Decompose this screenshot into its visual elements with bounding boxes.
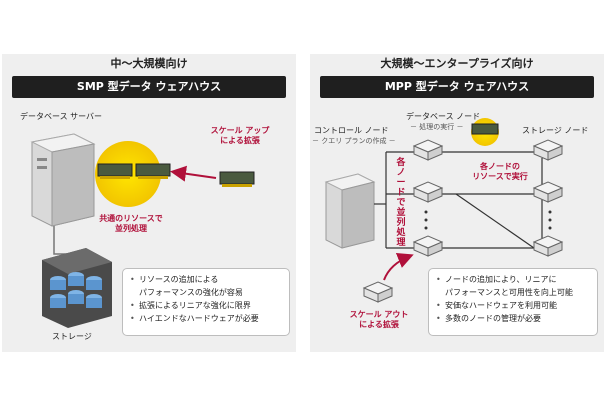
shared-resource-label: 共通のリソースで 並列処理 [86,214,176,234]
smp-panel: 中～大規模向け SMP 型データ ウェアハウス [2,54,296,352]
mpp-title-band: MPP 型データ ウェアハウス [320,76,594,98]
scale-out-arrow [383,253,414,281]
note-item-continuation: パフォーマンスの強化が容易 [139,288,243,297]
storage-icon [42,248,112,328]
scale-up-arrow [170,165,217,182]
query-plan-label: － クエリ プランの作成 － [312,137,396,145]
control-node-label: コントロール ノード [314,126,389,135]
note-item: 拡張によるリニアな強化に限界 [130,299,283,312]
new-node-icon [362,281,394,303]
server-label: データベース サーバー [20,112,103,121]
mpp-panel: 大規模～エンタープライズ向け MPP 型データ ウェアハウス [310,54,604,352]
ellipsis-dots [424,210,552,230]
note-item: 安価なハードウェアを利用可能 [436,299,591,312]
note-item: ノードの追加により、リニアに [436,273,591,286]
smp-notes: リソースの追加による パフォーマンスの強化が容易 拡張によるリニアな強化に限界 … [122,268,290,336]
scale-up-label: スケール アップ による拡張 [198,126,282,146]
smp-title-band: SMP 型データ ウェアハウス [12,76,286,98]
node-resource-label: 各ノードの リソースで実行 [460,162,540,182]
scale-out-line1: スケール アウト [349,310,409,319]
note-item: 多数のノードの管理が必要 [436,312,591,325]
storage-label: ストレージ [52,332,92,341]
smp-diagram [30,133,255,328]
scale-out-line2: による拡張 [359,320,399,329]
mpp-diagram [324,118,564,303]
database-server-icon [30,133,96,227]
db-node-label: データベース ノード [406,112,481,121]
parallel-processing-label: 各ノードで並列処理 [396,158,406,248]
memory-module-icon [97,163,255,187]
smp-heading: 中～大規模向け [110,57,188,70]
scale-up-label-line2: による拡張 [220,136,260,145]
node-connections [374,151,543,249]
control-node-server-icon [324,173,376,249]
scale-out-label: スケール アウト による拡張 [344,310,414,330]
mpp-notes: ノードの追加により、リニアに パフォーマンスと可用性を向上可能 安価なハードウェ… [428,268,598,336]
memory-module-icon [471,123,499,135]
scale-up-label-line1: スケール アップ [210,126,270,135]
note-item: リソースの追加による [130,273,283,286]
storage-node-icons [532,139,564,257]
node-resource-line2: リソースで実行 [472,172,528,181]
shared-label-line1: 共通のリソースで [99,214,163,223]
shared-label-line2: 並列処理 [115,224,147,233]
note-item: ハイエンドなハードウェアが必要 [130,312,283,325]
processing-label: － 処理の実行 － [410,123,464,131]
mpp-heading: 大規模～エンタープライズ向け [380,57,534,70]
note-item-continuation: パフォーマンスと可用性を向上可能 [445,288,573,297]
node-resource-line1: 各ノードの [480,162,520,171]
database-node-icons [412,139,444,257]
storage-node-label: ストレージ ノード [522,126,589,135]
